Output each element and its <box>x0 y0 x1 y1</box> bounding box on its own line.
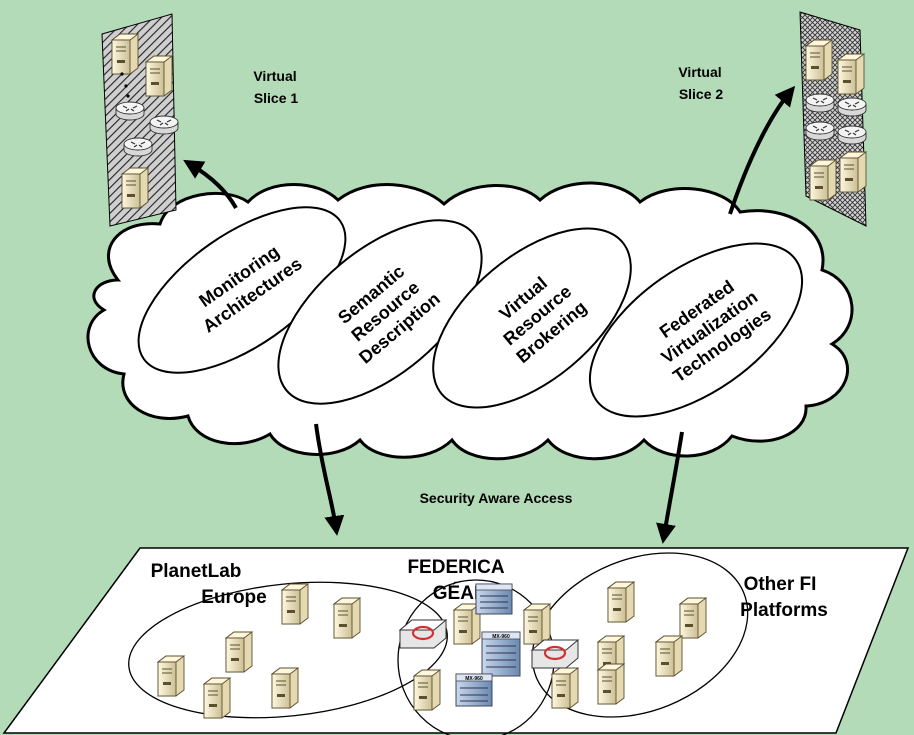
rack-icon: MX-960 <box>481 631 521 677</box>
planetlab-ellipse <box>128 581 448 719</box>
server-icon <box>203 677 231 719</box>
router-icon <box>805 121 835 141</box>
other-fi-ellipse <box>531 552 749 718</box>
server-icon <box>333 597 361 639</box>
edge-router-icon <box>530 639 580 669</box>
router-icon <box>115 101 145 121</box>
slice1-contents <box>111 33 179 209</box>
server-icon <box>809 159 837 201</box>
federica-label-line1: FEDERICA <box>407 557 504 578</box>
rack-label: MX-960 <box>492 634 510 640</box>
server-icon <box>837 53 865 95</box>
slice2-label-line2: Slice 2 <box>679 86 724 102</box>
other-fi-label-line2: Platforms <box>740 600 828 621</box>
server-icon <box>157 655 185 697</box>
server-icon <box>655 635 683 677</box>
server-icon <box>679 597 707 639</box>
topic-ellipse-brokering <box>432 227 632 409</box>
slice1-label-line1: Virtual <box>253 68 296 84</box>
security-access-label: Security Aware Access <box>420 490 573 506</box>
server-icon <box>523 603 551 645</box>
server-icon <box>413 669 441 711</box>
rack-icon: MX-960 <box>455 673 493 707</box>
router-icon <box>805 93 835 113</box>
edge-router-icon <box>398 619 448 649</box>
arrow-to-other-fi <box>656 431 684 544</box>
server-icon <box>839 151 867 193</box>
planetlab-label-line2: Europe <box>201 587 266 608</box>
server-icon <box>551 667 579 709</box>
arrow-to-planetlab <box>314 423 345 536</box>
server-icon <box>225 631 253 673</box>
other-fi-label-line1: Other FI <box>744 574 817 595</box>
server-icon <box>597 663 625 705</box>
arrow-to-slice2 <box>728 85 796 215</box>
server-icon <box>111 33 139 75</box>
router-icon <box>837 97 867 117</box>
arrow-to-slice1 <box>183 159 238 209</box>
rack-label: MX-960 <box>465 676 483 682</box>
router-icon <box>837 125 867 145</box>
rack-icon <box>475 583 513 615</box>
server-icon <box>281 583 309 625</box>
federica-racks: MX-960 MX-960 <box>455 583 521 707</box>
router-icon <box>123 137 153 157</box>
server-icon <box>145 55 173 97</box>
server-icon <box>607 581 635 623</box>
server-icon <box>805 39 833 81</box>
server-icon <box>121 167 149 209</box>
server-icon <box>271 667 299 709</box>
topic-ellipse-monitoring <box>137 206 347 374</box>
topic-ellipse-semantic <box>277 219 483 405</box>
planetlab-label-line1: PlanetLab <box>151 561 242 582</box>
slice1-label-line2: Slice 1 <box>254 90 299 106</box>
slice2-label-line1: Virtual <box>678 64 721 80</box>
topic-ellipse-federated <box>588 242 804 418</box>
router-icon <box>149 115 179 135</box>
